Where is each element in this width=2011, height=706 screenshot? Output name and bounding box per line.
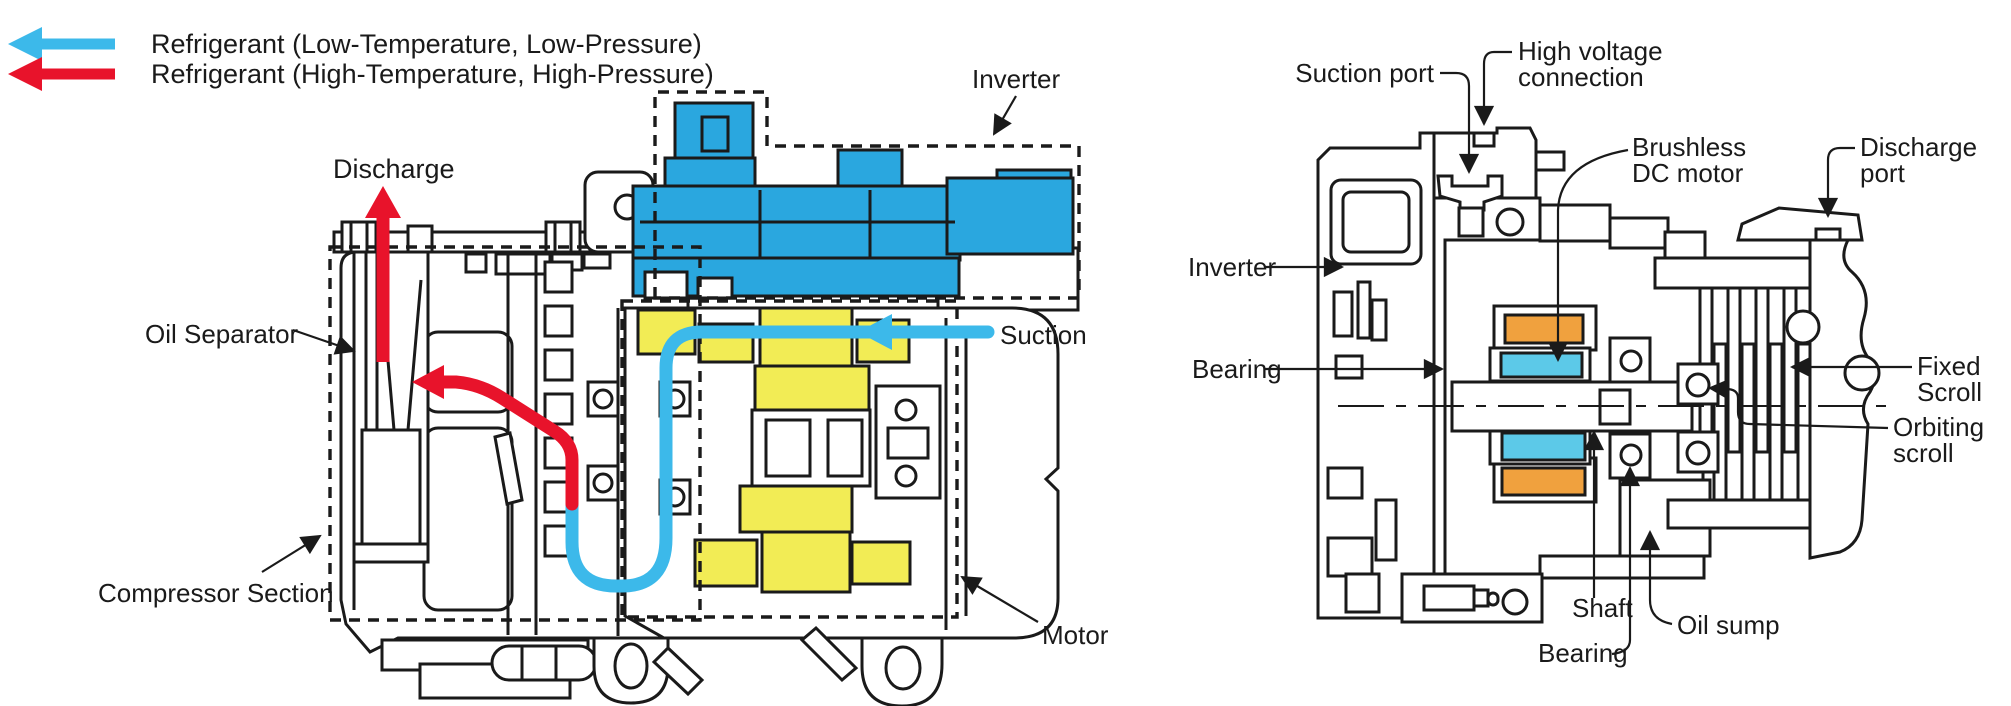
shaft-label: Shaft (1572, 593, 1633, 623)
compressor-section-label: Compressor Section (98, 578, 334, 608)
stator-coil-top (1503, 313, 1585, 345)
inverter-section-boundary (653, 90, 1081, 300)
right-diagram-scroll-cross-section: Suction port High voltage connection Bru… (1188, 36, 1984, 668)
legend-low-pressure-label: Refrigerant (Low-Temperature, Low-Pressu… (151, 29, 702, 59)
high-pressure-arrowhead-icon (412, 365, 444, 399)
left-diagram-flow-cross-section: Discharge Oil Separator Compressor Secti… (98, 64, 1109, 706)
high-voltage-label-line2: connection (1518, 62, 1644, 92)
legend: Refrigerant (Low-Temperature, Low-Pressu… (8, 27, 714, 91)
motor-leader (960, 575, 1039, 623)
brushless-dc-motor-label-line1: Brushless (1632, 132, 1746, 162)
motor-section-boundary (620, 299, 959, 619)
discharge-arrow-icon (365, 186, 401, 362)
suction-port-leader (1440, 71, 1480, 175)
motor-rotor-shaft-drawing (750, 318, 968, 630)
compressor-section-boundary (328, 245, 702, 622)
brushless-dc-motor-label-line2: DC motor (1632, 158, 1744, 188)
oil-separator-leader (292, 328, 356, 355)
oil-sump-label: Oil sump (1677, 610, 1780, 640)
fixed-scroll-label-line2: Scroll (1917, 377, 1982, 407)
orbiting-scroll-label-line2: scroll (1893, 438, 1954, 468)
inverter-leader-left (992, 95, 1017, 136)
inverter-label-right: Inverter (1188, 252, 1276, 282)
inverter-notch (643, 270, 689, 300)
inverter-label-left: Inverter (972, 64, 1060, 94)
suction-label: Suction (1000, 320, 1087, 350)
rotor-magnet-top (1499, 351, 1584, 379)
right-housing-drawing (1316, 126, 1892, 624)
suction-arrowhead-icon (858, 314, 892, 350)
fixed-scroll-label-line1: Fixed (1917, 351, 1981, 381)
oil-separator-label: Oil Separator (145, 319, 299, 349)
motor-label: Motor (1042, 620, 1109, 650)
suction-port-label: Suction port (1295, 58, 1435, 88)
orbiting-scroll-label-line1: Orbiting (1893, 412, 1984, 442)
compressor-section-leader (261, 534, 322, 573)
oil-separator-drawing (352, 250, 430, 564)
discharge-port-label-line2: port (1860, 158, 1906, 188)
inverter-module-drawing (631, 101, 1075, 298)
legend-low-pressure-arrow-icon (8, 27, 115, 61)
oil-sump-leader (1639, 529, 1673, 626)
high-voltage-label-line1: High voltage (1518, 36, 1663, 66)
discharge-port-label-line1: Discharge (1860, 132, 1977, 162)
brushless-dc-motor-leader (1547, 148, 1629, 363)
discharge-port-leader (1817, 146, 1855, 219)
stator-coil-bottom (1500, 466, 1587, 497)
discharge-label: Discharge (333, 154, 455, 184)
rotor-magnet-bottom (1500, 431, 1587, 462)
orbiting-scroll-leader (1707, 379, 1889, 430)
legend-high-pressure-arrow-icon (8, 57, 115, 91)
bearing-bottom-leader (1611, 465, 1641, 656)
inverter-notch (696, 276, 734, 300)
high-pressure-pipe (431, 375, 579, 511)
high-voltage-leader (1473, 50, 1512, 127)
suction-pipe (565, 325, 995, 593)
legend-high-pressure-label: Refrigerant (High-Temperature, High-Pres… (151, 59, 714, 89)
